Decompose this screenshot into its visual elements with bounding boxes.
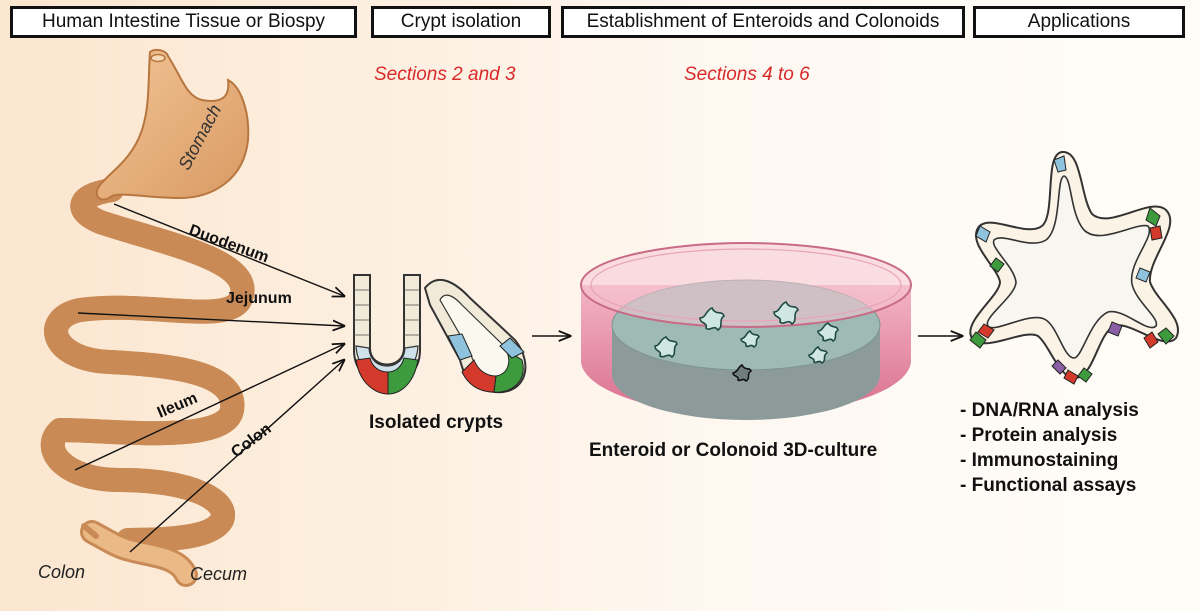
applications-list: - DNA/RNA analysis - Protein analysis - … (960, 398, 1139, 498)
label-colon: Colon (38, 562, 85, 582)
section-ref-2-3: Sections 2 and 3 (374, 64, 516, 85)
label-ileum: Ileum (155, 390, 200, 422)
digestive-tract: Stomach (53, 48, 250, 587)
caption-isolated-crypts: Isolated crypts (369, 412, 504, 433)
application-item: - Functional assays (960, 475, 1137, 496)
crypt-right (423, 278, 527, 394)
section-ref-4-6: Sections 4 to 6 (684, 64, 810, 85)
header-crypt-isolation: Crypt isolation (371, 6, 551, 38)
application-item: - DNA/RNA analysis (960, 400, 1139, 421)
header-tissue: Human Intestine Tissue or Biospy (10, 6, 357, 38)
label-cecum: Cecum (190, 564, 247, 584)
enteroid-illustration (969, 150, 1179, 385)
label-jejunum: Jejunum (226, 290, 292, 307)
application-item: - Immunostaining (960, 450, 1119, 471)
application-item: - Protein analysis (960, 425, 1118, 446)
header-applications: Applications (973, 6, 1185, 38)
crypt-left (353, 274, 421, 395)
organoids-in-dish (654, 301, 839, 383)
tract-to-crypt-lines (74, 203, 344, 553)
caption-3d-culture: Enteroid or Colonoid 3D-culture (589, 440, 878, 461)
header-establishment: Establishment of Enteroids and Colonoids (561, 6, 965, 38)
stomach-shape (95, 48, 250, 201)
petri-dish (580, 242, 912, 420)
